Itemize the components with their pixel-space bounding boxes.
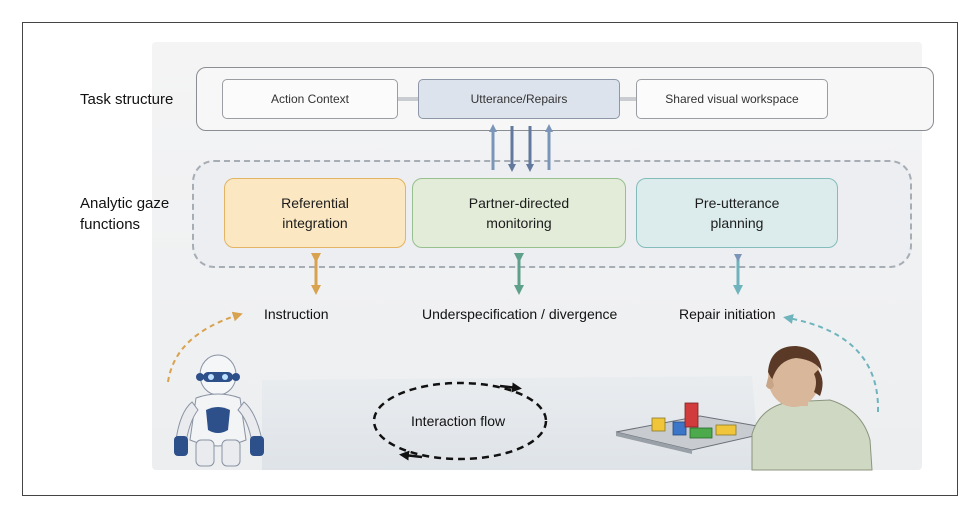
monitoring-line1: Partner-directed	[468, 195, 570, 211]
planning-line2: planning	[710, 215, 764, 231]
yellow-block	[651, 417, 666, 432]
interaction-flow-loop	[372, 381, 548, 461]
referential-line2: integration	[282, 215, 348, 231]
yellow-block-2	[715, 424, 737, 436]
task-connector-right	[620, 97, 636, 101]
flow-arrowhead-bottom	[399, 450, 423, 461]
robot-illustration	[174, 354, 264, 467]
task-structure-label: Task structure	[80, 91, 174, 108]
gaze-functions-label-line1: Analytic gaze	[80, 195, 170, 212]
green-block	[689, 427, 713, 439]
action-context-box: Action Context	[222, 79, 398, 119]
gaze-functions-label: Analytic gaze functions	[80, 193, 169, 235]
referential-integration-box: Referential integration	[224, 178, 406, 248]
human-illustration	[751, 346, 873, 471]
repair-initiation-label: Repair initiation	[679, 306, 776, 322]
planning-line1: Pre-utterance	[694, 195, 780, 211]
gaze-functions-label-line2: functions	[80, 216, 141, 233]
referential-line1: Referential	[281, 195, 349, 211]
instruction-label: Instruction	[264, 306, 329, 322]
instruction-curved-arrow	[167, 311, 243, 383]
gaze-bottom-arrows	[311, 253, 743, 295]
interaction-flow-label: Interaction flow	[411, 413, 506, 429]
utterance-repairs-box: Utterance/Repairs	[418, 79, 620, 119]
shared-workspace-box: Shared visual workspace	[636, 79, 828, 119]
partner-monitoring-box: Partner-directed monitoring	[412, 178, 626, 248]
blue-block	[672, 421, 687, 436]
task-connector-left	[398, 97, 418, 101]
flow-arrowhead-top	[499, 382, 522, 393]
table-with-blocks	[615, 402, 781, 454]
scene-floor	[262, 376, 760, 470]
pre-utterance-planning-box: Pre-utterance planning	[636, 178, 838, 248]
monitoring-line2: monitoring	[486, 215, 552, 231]
underspecification-label: Underspecification / divergence	[422, 306, 618, 322]
repair-curved-arrow	[783, 313, 880, 413]
red-block	[684, 402, 699, 428]
task-gaze-arrows	[489, 124, 553, 172]
